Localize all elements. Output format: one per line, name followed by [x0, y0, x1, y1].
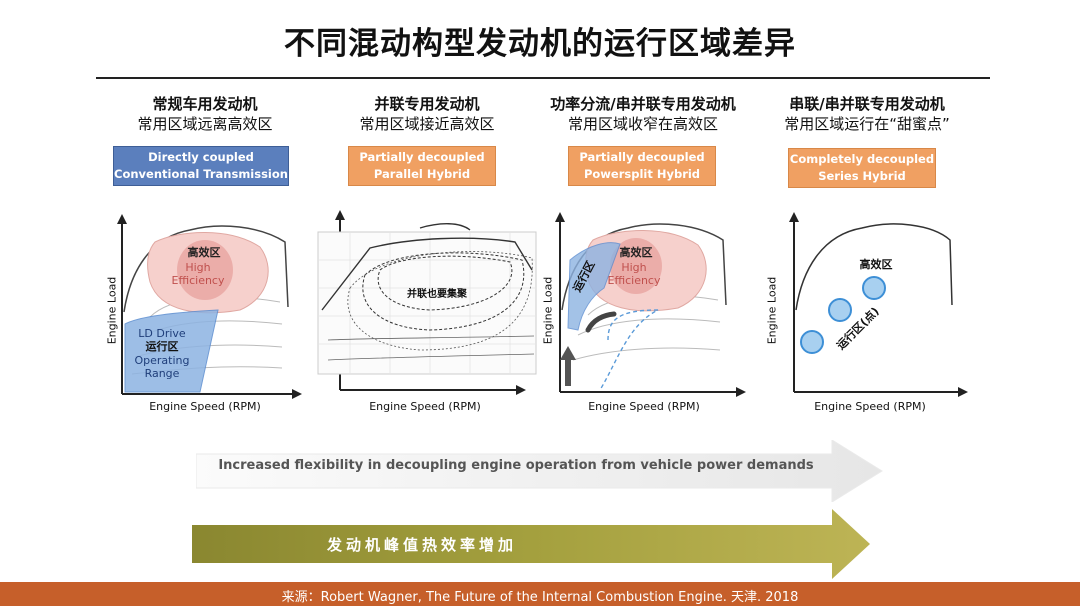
plot1-high-eff-cn: 高效区: [187, 246, 221, 259]
plot2-x-label: Engine Speed (RPM): [369, 400, 481, 413]
operating-point: [800, 330, 824, 354]
box-line2: Conventional Transmission: [114, 167, 288, 181]
column-subheading: 常用区域运行在“甜蜜点”: [784, 115, 950, 133]
plot1-range: Range: [144, 367, 180, 380]
column-conventional: 常规车用发动机 常用区域远离高效区: [90, 94, 320, 134]
plot3-high-eff-en1: High: [621, 261, 647, 274]
plot4-high-eff-cn: 高效区: [859, 258, 893, 271]
efficiency-arrow-text: 发动机峰值热效率增加: [326, 536, 517, 554]
y-axis-arrow: [117, 214, 127, 224]
plot-parallel: [317, 210, 537, 395]
contour-line: [572, 347, 721, 361]
column-heading: 功率分流/串并联专用发动机: [550, 95, 736, 113]
plot1-y-label: Engine Load: [105, 276, 119, 345]
box-series-hybrid: Completely decoupled Series Hybrid: [788, 148, 936, 188]
plot1-high-eff-en1: High: [185, 261, 211, 274]
plot3-high-eff-en2: Efficiency: [607, 274, 661, 287]
contour-line: [577, 318, 721, 336]
plot-powersplit: [555, 212, 746, 397]
operating-range-band: [567, 242, 621, 331]
column-series: 串联/串并联专用发动机 常用区域运行在“甜蜜点”: [752, 94, 982, 134]
y-axis-arrow: [555, 212, 565, 222]
box-line1: Partially decoupled: [359, 150, 485, 164]
box-line2: Series Hybrid: [818, 169, 906, 183]
x-axis-arrow: [736, 387, 746, 397]
shift-arrow-curve: [585, 311, 617, 333]
x-axis-arrow: [292, 389, 302, 399]
source-citation: 来源：Robert Wagner, The Future of the Inte…: [281, 590, 799, 605]
efficiency-arrow-shape: [192, 509, 870, 579]
contour-line: [327, 353, 535, 361]
column-subheading: 常用区域接近高效区: [359, 115, 495, 133]
page-title: 不同混动构型发动机的运行区域差异: [284, 26, 796, 62]
operating-point: [862, 276, 886, 300]
column-powersplit: 功率分流/串并联专用发动机 常用区域收窄在高效区: [528, 94, 758, 134]
column-parallel: 并联专用发动机 常用区域接近高效区: [312, 94, 542, 134]
box-directly-coupled: Directly coupled Conventional Transmissi…: [113, 146, 289, 186]
source-footer: 来源：Robert Wagner, The Future of the Inte…: [0, 582, 1080, 606]
box-line2: Parallel Hybrid: [373, 167, 471, 181]
y-axis-arrow: [335, 210, 345, 220]
plot1-ld-drive: LD Drive: [138, 327, 186, 340]
box-line1: Completely decoupled: [789, 152, 935, 166]
plot3-x-label: Engine Speed (RPM): [588, 400, 700, 413]
box-parallel-hybrid: Partially decoupled Parallel Hybrid: [348, 146, 496, 186]
contour-line: [327, 335, 535, 341]
plot1-run-zone: 运行区: [145, 340, 179, 353]
full-load-curve: [321, 237, 533, 311]
flexibility-arrow-text: Increased flexibility in decoupling engi…: [218, 458, 814, 473]
flexibility-arrow-shape: [196, 440, 883, 502]
upper-arc: [419, 223, 471, 231]
operating-range-region: [124, 309, 219, 393]
title-divider: [96, 77, 990, 79]
efficiency-arrow: 发动机峰值热效率增加: [192, 509, 872, 579]
full-load-curve: [123, 225, 289, 313]
shift-arrow-up-head: [560, 346, 576, 360]
x-axis-arrow: [958, 387, 968, 397]
box-line2: Powersplit Hybrid: [583, 167, 701, 181]
plot2-label: 并联也要集聚: [407, 289, 467, 300]
high-efficiency-core: [177, 240, 233, 300]
plot4-x-label: Engine Speed (RPM): [814, 400, 926, 413]
column-heading: 串联/串并联专用发动机: [789, 95, 945, 113]
operating-point: [828, 298, 852, 322]
full-load-curve: [795, 223, 953, 311]
plot-series: [789, 212, 968, 397]
x-axis-arrow: [516, 385, 526, 395]
plot3-high-eff-cn: 高效区: [619, 246, 653, 259]
plot-conventional: [117, 214, 302, 399]
operating-boundary-dashed: [599, 309, 659, 391]
plot4-y-label: Engine Load: [765, 276, 779, 345]
box-line1: Partially decoupled: [579, 150, 705, 164]
box-line1: Directly coupled: [148, 150, 254, 164]
flexibility-arrow: Increased flexibility in decoupling engi…: [196, 440, 886, 502]
plot1-operating: Operating: [134, 354, 190, 367]
column-heading: 并联专用发动机: [374, 95, 480, 113]
column-subheading: 常用区域远离高效区: [137, 115, 273, 133]
plot1-x-label: Engine Speed (RPM): [149, 400, 261, 413]
box-powersplit-hybrid: Partially decoupled Powersplit Hybrid: [568, 146, 716, 186]
embedded-map-frame: [317, 231, 537, 375]
column-subheading: 常用区域收窄在高效区: [567, 115, 718, 133]
contour-dashed: [347, 251, 533, 351]
plot3-y-label: Engine Load: [541, 276, 555, 345]
contour-dashed: [377, 255, 513, 311]
y-axis-arrow: [789, 212, 799, 222]
plot1-high-eff-en2: Efficiency: [171, 274, 225, 287]
column-heading: 常规车用发动机: [152, 95, 258, 113]
high-efficiency-core: [610, 238, 662, 294]
